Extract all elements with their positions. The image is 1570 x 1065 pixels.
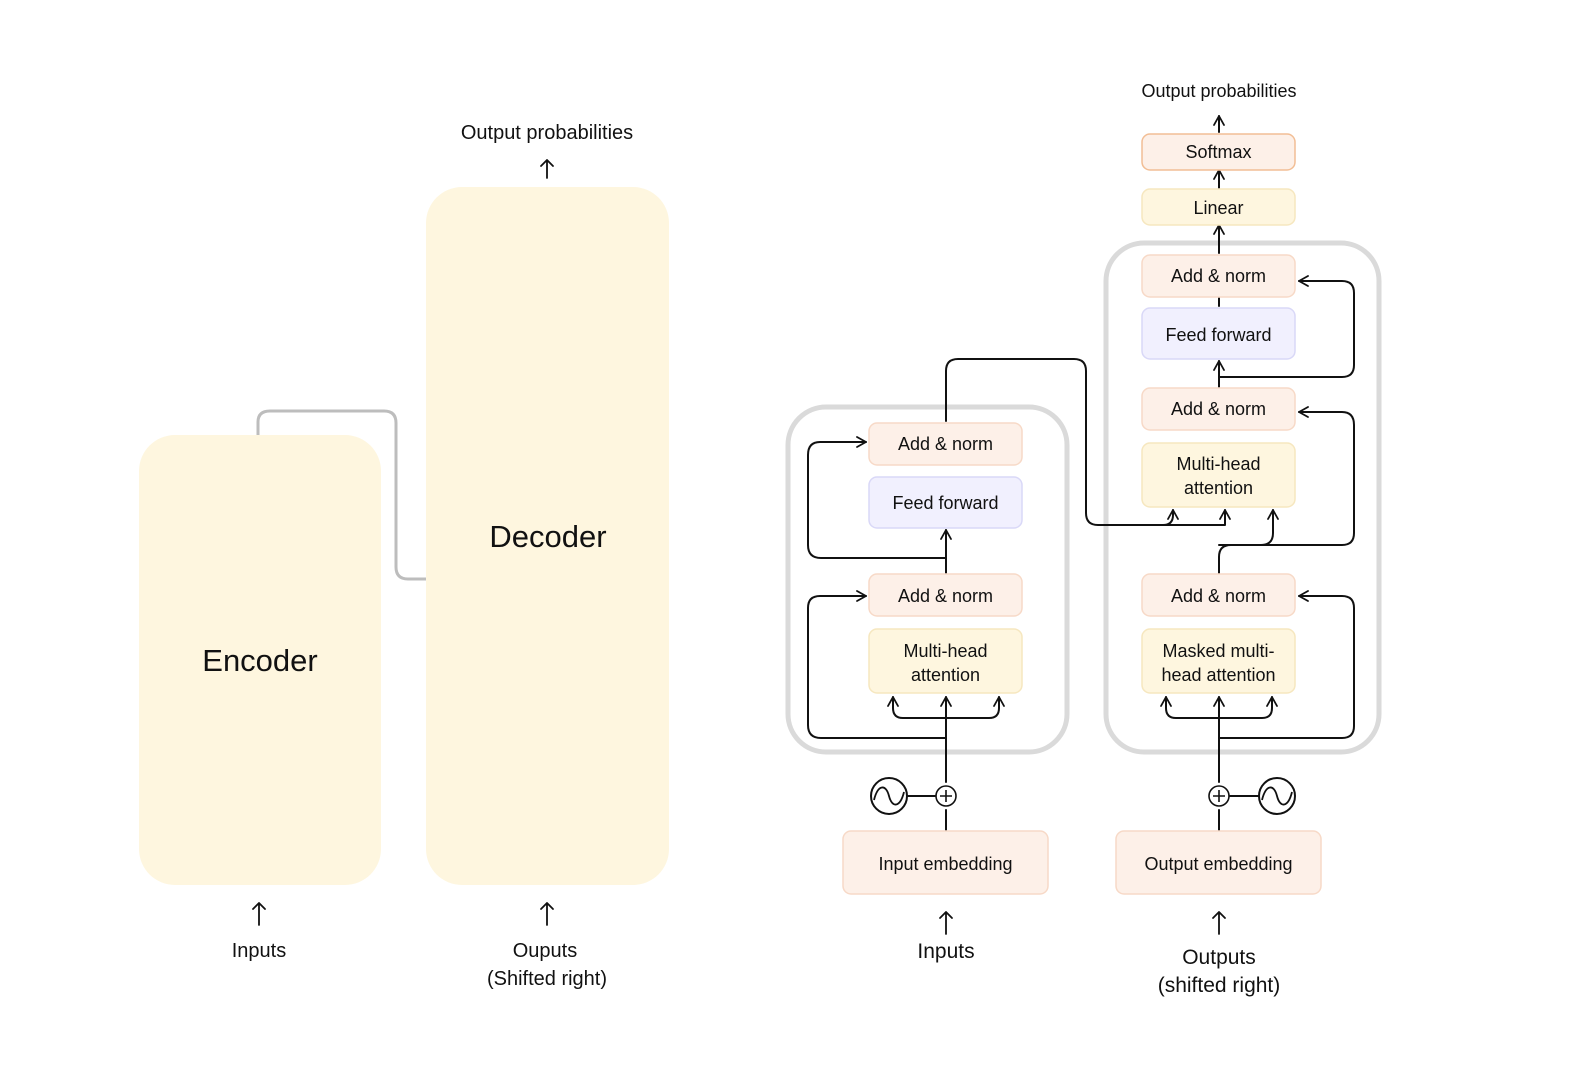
linear-label: Linear <box>1193 198 1243 218</box>
up-arrow-icon <box>540 159 554 179</box>
decoder-positional-encoding <box>1208 777 1296 815</box>
output-embedding: Output embedding <box>1115 830 1322 895</box>
input-embedding-label: Input embedding <box>878 854 1012 874</box>
decoder-add-norm-top-label: Add & norm <box>1171 266 1266 286</box>
softmax: Softmax <box>1141 133 1296 171</box>
simple-outputs-label-line2: (Shifted right) <box>487 968 607 990</box>
decoder-block <box>426 187 669 885</box>
encoder-positional-encoding <box>870 777 957 815</box>
decoder-cross-attention: Multi-head attention <box>1141 442 1296 508</box>
encoder-add-norm-bottom: Add & norm <box>868 573 1023 617</box>
detailed-outputs-label-line1: Outputs <box>1182 946 1256 969</box>
decoder-add-norm-bottom-label: Add & norm <box>1171 586 1266 606</box>
up-arrow-icon <box>252 902 554 926</box>
encoder-feed-forward: Feed forward <box>868 476 1023 529</box>
detailed-inputs-label: Inputs <box>917 940 974 963</box>
decoder-layer-outline <box>1103 240 1382 755</box>
plus-icon <box>1213 790 1225 802</box>
encoder-connections <box>807 358 1231 831</box>
decoder-masked-attention: Masked multi- head attention <box>1141 628 1296 694</box>
input-embedding: Input embedding <box>842 830 1049 895</box>
plus-icon <box>940 790 952 802</box>
encoder-add-norm-top-label: Add & norm <box>898 434 993 454</box>
decoder-add-norm-mid-label: Add & norm <box>1171 399 1266 419</box>
decoder-add-norm-top: Add & norm <box>1141 254 1296 298</box>
encoder-attention-line2: attention <box>911 665 980 685</box>
decoder-masked-attention-line1: Masked multi- <box>1162 641 1274 661</box>
detailed-architecture: Add & norm Feed forward Add & norm Multi… <box>785 81 1382 997</box>
up-arrow-icon <box>939 911 1226 935</box>
decoder-connections <box>1160 115 1355 831</box>
decoder-cross-attention-line2: attention <box>1184 478 1253 498</box>
sine-wave-icon <box>873 786 905 806</box>
decoder-add-norm-bottom: Add & norm <box>1141 573 1296 617</box>
encoder-block <box>139 435 381 885</box>
decoder-feed-forward: Feed forward <box>1141 307 1296 360</box>
output-embedding-label: Output embedding <box>1144 854 1292 874</box>
encoder-multi-head-attention: Multi-head attention <box>868 628 1023 694</box>
simple-output-label: Output probabilities <box>461 122 633 144</box>
encoder-to-decoder-connector <box>256 409 428 581</box>
simple-architecture: Encoder Decoder Output probabilities Inp… <box>139 122 669 990</box>
simple-inputs-label: Inputs <box>232 940 286 962</box>
linear: Linear <box>1141 188 1296 226</box>
encoder-layer-outline <box>785 404 1070 755</box>
decoder-add-norm-mid: Add & norm <box>1141 387 1296 431</box>
encoder-attention-line1: Multi-head <box>903 641 987 661</box>
sine-wave-icon <box>1261 786 1293 806</box>
decoder-masked-attention-line2: head attention <box>1161 665 1275 685</box>
softmax-label: Softmax <box>1185 142 1251 162</box>
encoder-label: Encoder <box>202 643 317 678</box>
detailed-output-label: Output probabilities <box>1141 81 1296 101</box>
decoder-label: Decoder <box>489 519 606 554</box>
encoder-add-norm-bottom-label: Add & norm <box>898 586 993 606</box>
simple-outputs-label-line1: Ouputs <box>513 940 577 962</box>
decoder-cross-attention-line1: Multi-head <box>1176 454 1260 474</box>
encoder-add-norm-top: Add & norm <box>868 422 1023 466</box>
encoder-feed-forward-label: Feed forward <box>892 493 998 513</box>
decoder-feed-forward-label: Feed forward <box>1165 325 1271 345</box>
detailed-outputs-label-line2: (shifted right) <box>1158 974 1281 997</box>
